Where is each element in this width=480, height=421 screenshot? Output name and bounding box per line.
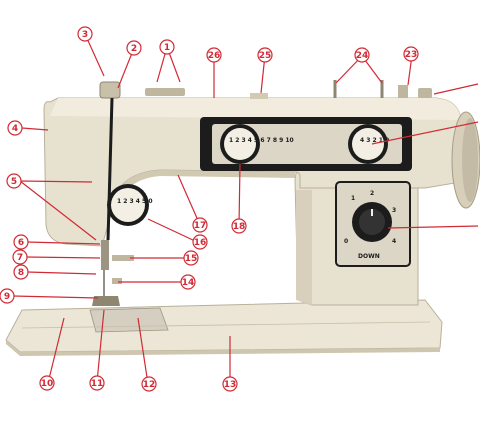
callout-23: 23 — [403, 46, 419, 62]
svg-text:3: 3 — [82, 30, 88, 40]
callout-12: 12 — [141, 376, 157, 392]
needle-assembly — [92, 97, 134, 306]
callout-26: 26 — [206, 47, 222, 63]
svg-text:9: 9 — [4, 292, 10, 302]
callout-24: 24 — [354, 47, 370, 63]
callout-11: 11 — [89, 375, 105, 391]
svg-text:4: 4 — [12, 124, 18, 134]
svg-text:18: 18 — [233, 222, 246, 232]
svg-text:11: 11 — [91, 379, 104, 389]
pattern-number-4: 4 — [392, 238, 396, 245]
callout-4: 4 — [7, 120, 23, 136]
pattern-number-3: 3 — [392, 207, 396, 214]
callout-14: 14 — [180, 274, 196, 290]
svg-text:17: 17 — [194, 221, 207, 231]
callout-9: 9 — [0, 288, 15, 304]
machine-bed — [5, 299, 443, 356]
handwheel — [451, 111, 480, 209]
callout-2: 2 — [126, 40, 142, 56]
callout-13: 13 — [222, 376, 238, 392]
svg-text:6: 6 — [18, 238, 24, 248]
callout-markers: 1 2 3 4 5 6 7 8 — [0, 26, 419, 392]
callout-3: 3 — [77, 26, 93, 42]
svg-text:8: 8 — [18, 268, 24, 278]
pattern-dial-label: DOWN — [358, 253, 380, 260]
svg-text:2: 2 — [131, 44, 137, 54]
pattern-number-0: 0 — [344, 238, 348, 245]
pattern-number-2: 2 — [370, 190, 374, 197]
svg-text:15: 15 — [185, 254, 198, 264]
callout-1: 1 — [159, 39, 175, 55]
svg-text:5: 5 — [11, 177, 17, 187]
svg-text:13: 13 — [224, 380, 237, 390]
svg-text:7: 7 — [17, 253, 23, 263]
top-hardware — [99, 80, 432, 99]
pattern-number-1: 1 — [351, 195, 355, 202]
stitch-length-dial-text: 4 3 2 1 0 — [360, 137, 389, 144]
callout-7: 7 — [12, 249, 28, 265]
callout-8: 8 — [13, 264, 29, 280]
pattern-selector-panel: 0 1 2 3 4 DOWN — [335, 181, 411, 267]
svg-text:16: 16 — [194, 238, 207, 248]
top-dial-panel: 1 2 3 4 5 6 7 8 9 10 4 3 2 1 0 — [200, 117, 412, 171]
callout-15: 15 — [183, 250, 199, 266]
callout-6: 6 — [13, 234, 29, 250]
callout-5: 5 — [6, 173, 22, 189]
front-stitch-dial[interactable]: 1 2 3 4 5 0 — [107, 184, 153, 226]
front-dial-text: 1 2 3 4 5 0 — [117, 198, 153, 205]
svg-text:25: 25 — [259, 51, 272, 61]
svg-text:10: 10 — [41, 379, 54, 389]
callout-25: 25 — [257, 47, 273, 63]
svg-text:14: 14 — [182, 278, 195, 288]
svg-text:1: 1 — [164, 43, 170, 53]
svg-text:26: 26 — [208, 51, 221, 61]
svg-text:24: 24 — [356, 51, 369, 61]
stitch-width-dial-text: 1 2 3 4 5 6 7 8 9 10 — [229, 137, 294, 144]
callout-18: 18 — [231, 218, 247, 234]
svg-text:12: 12 — [143, 380, 156, 390]
callout-16: 16 — [192, 234, 208, 250]
svg-text:23: 23 — [405, 50, 418, 60]
callout-10: 10 — [39, 375, 55, 391]
callout-17: 17 — [192, 217, 208, 233]
